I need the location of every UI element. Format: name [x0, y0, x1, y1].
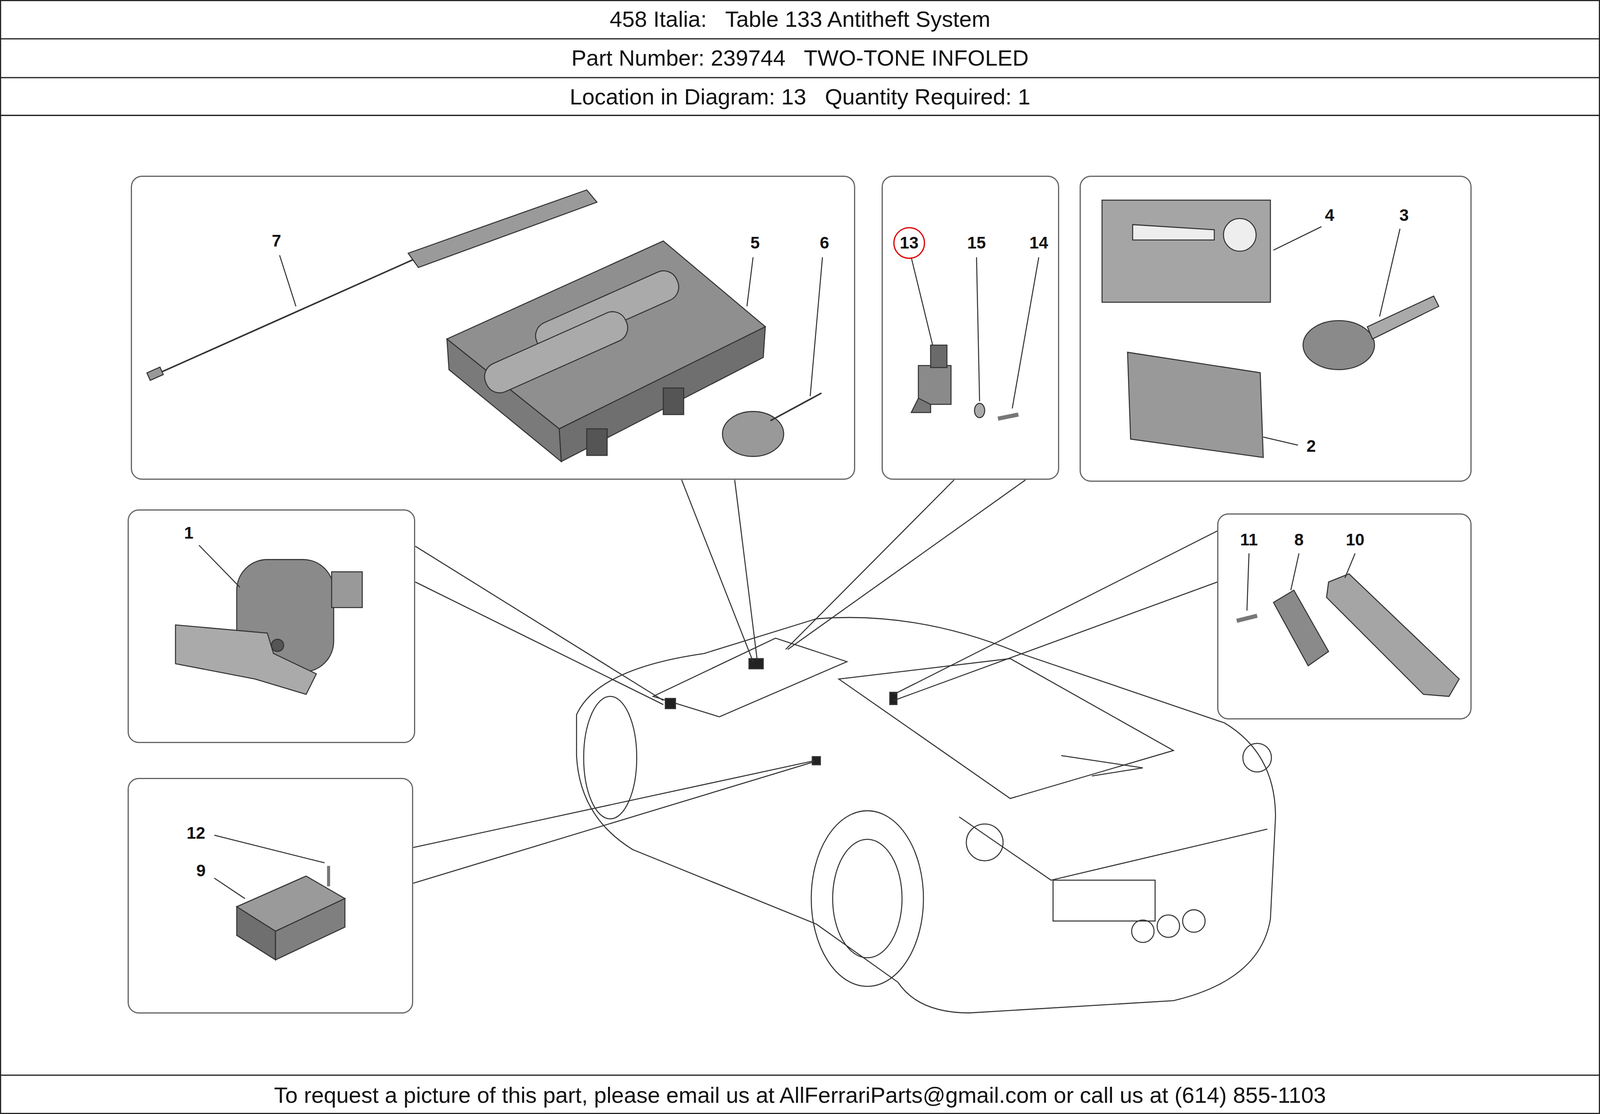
card-key-blade — [1132, 224, 1215, 240]
part-marker — [665, 698, 676, 709]
location-line — [413, 760, 815, 848]
module-rib — [480, 307, 633, 398]
rear-fascia — [959, 816, 1268, 880]
exhaust — [1182, 909, 1206, 932]
car-body — [576, 617, 1276, 1013]
location-line — [415, 546, 664, 700]
tail-light — [966, 823, 1004, 861]
row-line — [0, 38, 1600, 40]
infoled-body — [918, 365, 952, 405]
tail-light — [1242, 743, 1272, 772]
leader-line — [1379, 228, 1400, 317]
plate — [1053, 880, 1156, 921]
infoled-tab — [911, 398, 931, 413]
parts-panel: 12 9 — [127, 777, 414, 1014]
code-card — [1102, 200, 1271, 302]
header-row: Location in Diagram: 13 Quantity Require… — [569, 84, 1031, 110]
leader-line — [1273, 226, 1322, 250]
card-key-head — [1223, 218, 1257, 252]
connector — [586, 428, 608, 456]
engine-badge — [1061, 755, 1143, 776]
screw — [1236, 615, 1258, 621]
leader-line — [214, 834, 325, 863]
leader-line — [976, 257, 980, 402]
row-line — [0, 1074, 1600, 1076]
callout-number: 15 — [967, 233, 986, 252]
leader-line — [1344, 553, 1356, 578]
exhaust — [1157, 914, 1180, 937]
leader-line — [746, 257, 753, 306]
parts-panel: 13 15 14 — [881, 175, 1060, 480]
leader-line — [810, 257, 823, 396]
callout-number: 13 — [900, 233, 919, 252]
callout-number: 1 — [184, 523, 194, 542]
row-line — [0, 114, 1600, 116]
callout-number: 8 — [1294, 530, 1304, 549]
callout-number: 5 — [750, 233, 760, 252]
parts-panel: 7 5 6 — [130, 175, 856, 480]
bolt — [271, 638, 284, 652]
receiver-module-side — [275, 898, 345, 960]
rear-wheel — [811, 810, 924, 986]
gas-cylinder — [408, 190, 597, 268]
exhaust — [1131, 919, 1154, 942]
leader-line — [198, 545, 240, 588]
location-line — [681, 479, 754, 662]
footer-caption: To request a picture of this part, pleas… — [274, 1082, 1326, 1108]
windshield — [653, 638, 848, 717]
mount-bracket — [1326, 573, 1460, 696]
mount-bracket — [175, 624, 317, 695]
leader-line — [1246, 553, 1249, 611]
callout-number: 7 — [272, 231, 282, 250]
leader-line — [279, 255, 296, 307]
parts-panel: 11 8 10 — [1217, 513, 1472, 720]
callout-number: 12 — [186, 823, 206, 842]
screw — [327, 865, 331, 886]
screw — [998, 414, 1019, 419]
parts-panel: 1 — [127, 509, 416, 743]
location-line — [413, 761, 815, 884]
location-line — [734, 479, 758, 660]
callout-number: 14 — [1029, 233, 1049, 252]
alarm-module — [1273, 590, 1329, 666]
location-line — [894, 582, 1218, 701]
part-marker — [889, 692, 897, 705]
callout-number: 10 — [1345, 530, 1365, 549]
actuator-connector — [331, 571, 363, 608]
callout-number: 11 — [1240, 530, 1258, 549]
rear-window — [838, 658, 1174, 799]
location-line — [415, 582, 664, 705]
header-title: 458 Italia: Table 133 Antitheft System — [609, 7, 991, 32]
header-row: Part Number: 239744 TWO-TONE INFOLED — [571, 46, 1029, 71]
leader-line — [1263, 436, 1298, 445]
location-line — [894, 530, 1218, 694]
callout-number: 2 — [1306, 436, 1316, 456]
connector — [663, 388, 684, 415]
callout-number: 3 — [1399, 206, 1409, 225]
washer — [974, 403, 985, 418]
callout-number: 9 — [196, 861, 206, 880]
location-line — [785, 479, 954, 650]
callout-number: 6 — [820, 233, 830, 252]
parts-panel: 4 3 2 — [1079, 175, 1472, 482]
leader-line — [1290, 553, 1299, 590]
leader-line — [214, 878, 246, 899]
document-wallet — [1127, 352, 1264, 458]
leader-line — [911, 257, 933, 345]
key-blade — [1367, 296, 1439, 339]
key-fob — [1303, 320, 1375, 370]
highlight-circle — [894, 227, 925, 259]
infoled-lens — [930, 345, 948, 368]
location-line — [787, 479, 1026, 650]
rod-end — [146, 366, 164, 380]
row-line — [0, 76, 1600, 78]
leader-line — [1012, 257, 1039, 409]
receiver-module-side — [236, 906, 276, 960]
antenna-wire — [770, 392, 822, 421]
rear-rim — [832, 839, 902, 958]
callout-number: 4 — [1324, 206, 1334, 225]
part-marker — [748, 658, 764, 669]
